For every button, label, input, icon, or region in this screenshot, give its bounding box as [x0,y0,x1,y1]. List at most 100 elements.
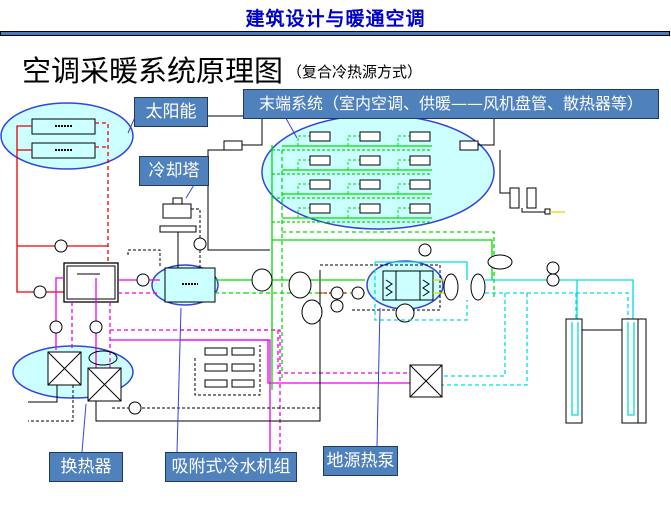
fan-coil-unit [359,131,381,142]
distributor [223,140,243,151]
cooling-tower [162,203,192,219]
pump-icon [330,286,344,300]
pipe [242,118,263,146]
control-line [127,249,161,268]
exchanger-cross [409,364,443,398]
radiator [204,347,228,356]
callout-leader [376,307,381,447]
callout-terminal-system: 末端系统（室内空调、供暖——风机盘管、散热器等） [243,89,659,119]
pump-icon [418,243,432,257]
cooling-tower-fan [172,197,183,205]
pipe [499,150,510,194]
radiator [204,363,228,372]
solar-collector-2 [31,142,96,159]
fan-coil-connection [347,207,360,218]
pipe [521,208,545,213]
borehole-1 [565,318,583,424]
ground-loop-pipe [375,261,468,280]
page-title-text: 空调采暖系统原理图 [22,54,284,88]
fan-coil-unit [359,203,381,214]
fan-coil-connection [397,207,410,218]
radiator [231,347,255,356]
callout-solar: 太阳能 [134,97,208,127]
ground-loop-pipe [432,293,528,386]
heating-pipe [55,277,64,350]
fan-coil-connection [347,135,360,146]
callout-leader [81,403,87,453]
valve-group [88,350,118,366]
header-divider [0,31,670,36]
callout-ground-source-heat-pump: 地源热泵 [323,446,398,476]
pump-icon [89,320,103,334]
borehole-2 [621,318,639,424]
fan-coil-grid [272,131,432,223]
valve-group [470,273,486,301]
valve-group [443,273,459,301]
callout-leader [176,307,182,453]
fan-coil-connection [297,207,310,218]
fan-coil-connection [297,135,310,146]
valve-group [301,299,323,325]
hot-water-tank-inner [66,265,116,300]
fan-coil-unit [309,131,331,142]
valve-icon [544,208,551,215]
pipe [478,118,495,146]
pump-icon [193,237,207,251]
fan-coil-unit [309,155,331,166]
exchanger-cross [87,367,122,402]
page-subtitle: （复合冷热源方式） [287,63,423,81]
solar-collector-1 [31,118,96,135]
pump-icon [546,273,560,287]
pump-icon [136,273,150,287]
solar-supply-pipe [16,125,35,293]
borehole-casing [637,318,647,424]
valve-group [487,254,513,270]
u-tube [627,322,635,416]
fan-coil-connection [397,183,410,194]
fan-coil-connection [347,183,360,194]
callout-heat-exchanger: 换热器 [49,452,123,482]
pipe [320,264,441,311]
cooling-return-pipe [191,208,201,268]
heating-pipe [180,339,412,384]
fan-coil-unit [359,179,381,190]
pump-icon [546,261,560,275]
radiator-pipe [194,345,261,396]
fan-coil-unit [309,179,331,190]
pump-icon [330,299,344,313]
pump-icon [128,401,142,415]
solar-highlight [0,102,134,170]
fan-coil-unit [409,131,431,142]
pump-icon [49,320,63,334]
expansion-tank [526,187,537,209]
valve-group [251,268,273,292]
fan-coil-connection [397,159,410,170]
pipe [28,385,58,403]
fan-coil-unit [409,155,431,166]
ground-loop-pipe [432,293,506,377]
hot-water-tank [63,262,119,303]
heating-pipe [110,339,271,460]
radiator [204,379,228,388]
radiator [231,379,255,388]
pump-icon [54,239,68,253]
pipe [207,149,270,251]
heating-pipe [180,329,412,374]
ground-loop-return [485,292,629,322]
fan-coil-unit [309,203,331,214]
radiator [231,363,255,372]
u-tube [571,322,579,416]
pipe [95,270,321,422]
valve-group [395,303,415,323]
header-title: 建筑设计与暖通空调 [245,8,426,30]
pump-icon [33,285,47,299]
ground-loop-pipe [374,262,468,321]
expansion-tank [509,187,520,209]
fan-coil-unit [359,155,381,166]
coil-icon [422,279,430,297]
collector [459,140,479,151]
fan-coil-connection [297,183,310,194]
callout-adsorption-chiller: 吸附式冷水机组 [165,452,297,482]
fan-coil-unit [409,179,431,190]
